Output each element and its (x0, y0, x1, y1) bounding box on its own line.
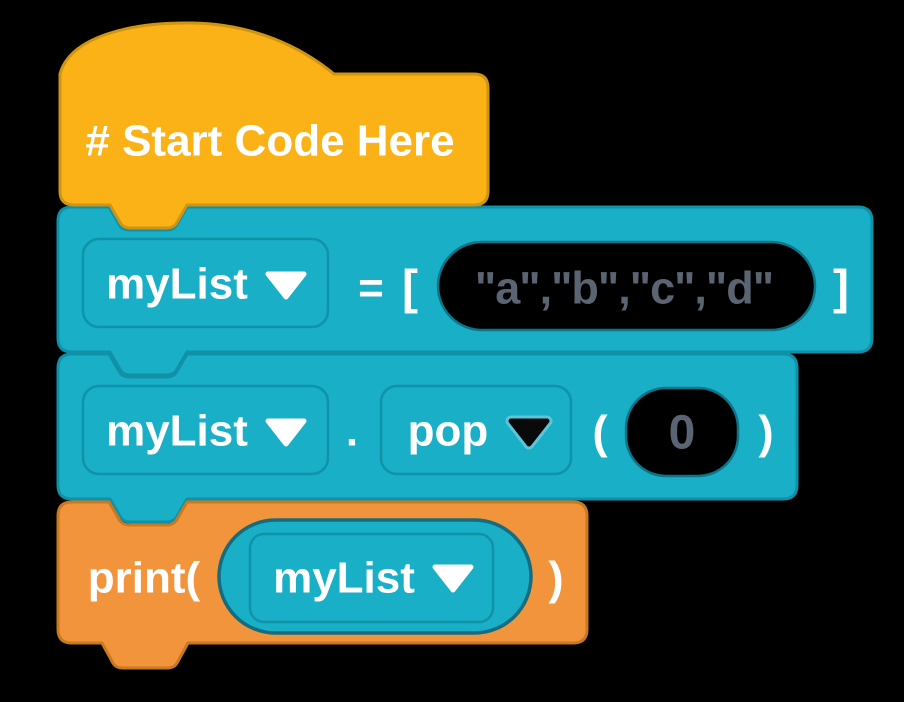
close-bracket-label: ] (833, 262, 849, 315)
method-label: pop (408, 407, 489, 456)
pop-variable-label: myList (106, 407, 248, 456)
pop-variable-dropdown[interactable] (81, 384, 330, 476)
chevron-down-icon (265, 271, 307, 300)
index-value: 0 (669, 407, 696, 460)
variable-reporter-pill[interactable] (217, 518, 533, 635)
close-paren-label: ) (548, 552, 563, 604)
chevron-down-icon (508, 418, 550, 447)
start-block: # Start Code Here (58, 21, 490, 230)
chevron-down-icon (432, 564, 474, 593)
print-label: print( (88, 554, 201, 603)
print-block: print( myList ) (56, 500, 589, 670)
list-items-value: "a","b","c","d" (475, 263, 773, 314)
open-paren-label: ( (592, 406, 608, 458)
dot-label: . (346, 407, 358, 456)
start-block-body[interactable] (58, 21, 490, 230)
chevron-down-icon (265, 418, 307, 447)
print-variable-label: myList (273, 554, 415, 603)
index-input[interactable] (624, 386, 740, 478)
assign-variable-dropdown[interactable] (81, 237, 330, 329)
assign-variable-label: myList (106, 260, 248, 309)
method-dropdown[interactable] (379, 384, 573, 476)
close-paren-label: ) (758, 406, 773, 458)
pop-block: myList . pop ( 0 ) (56, 352, 799, 524)
equals-label: = (358, 264, 384, 313)
open-bracket-label: [ (402, 262, 418, 315)
start-block-label: # Start Code Here (85, 117, 454, 166)
assign-block: myList = [ "a","b","c","d" ] (56, 205, 874, 377)
list-items-input[interactable] (436, 240, 817, 332)
print-variable-dropdown[interactable] (248, 532, 495, 624)
